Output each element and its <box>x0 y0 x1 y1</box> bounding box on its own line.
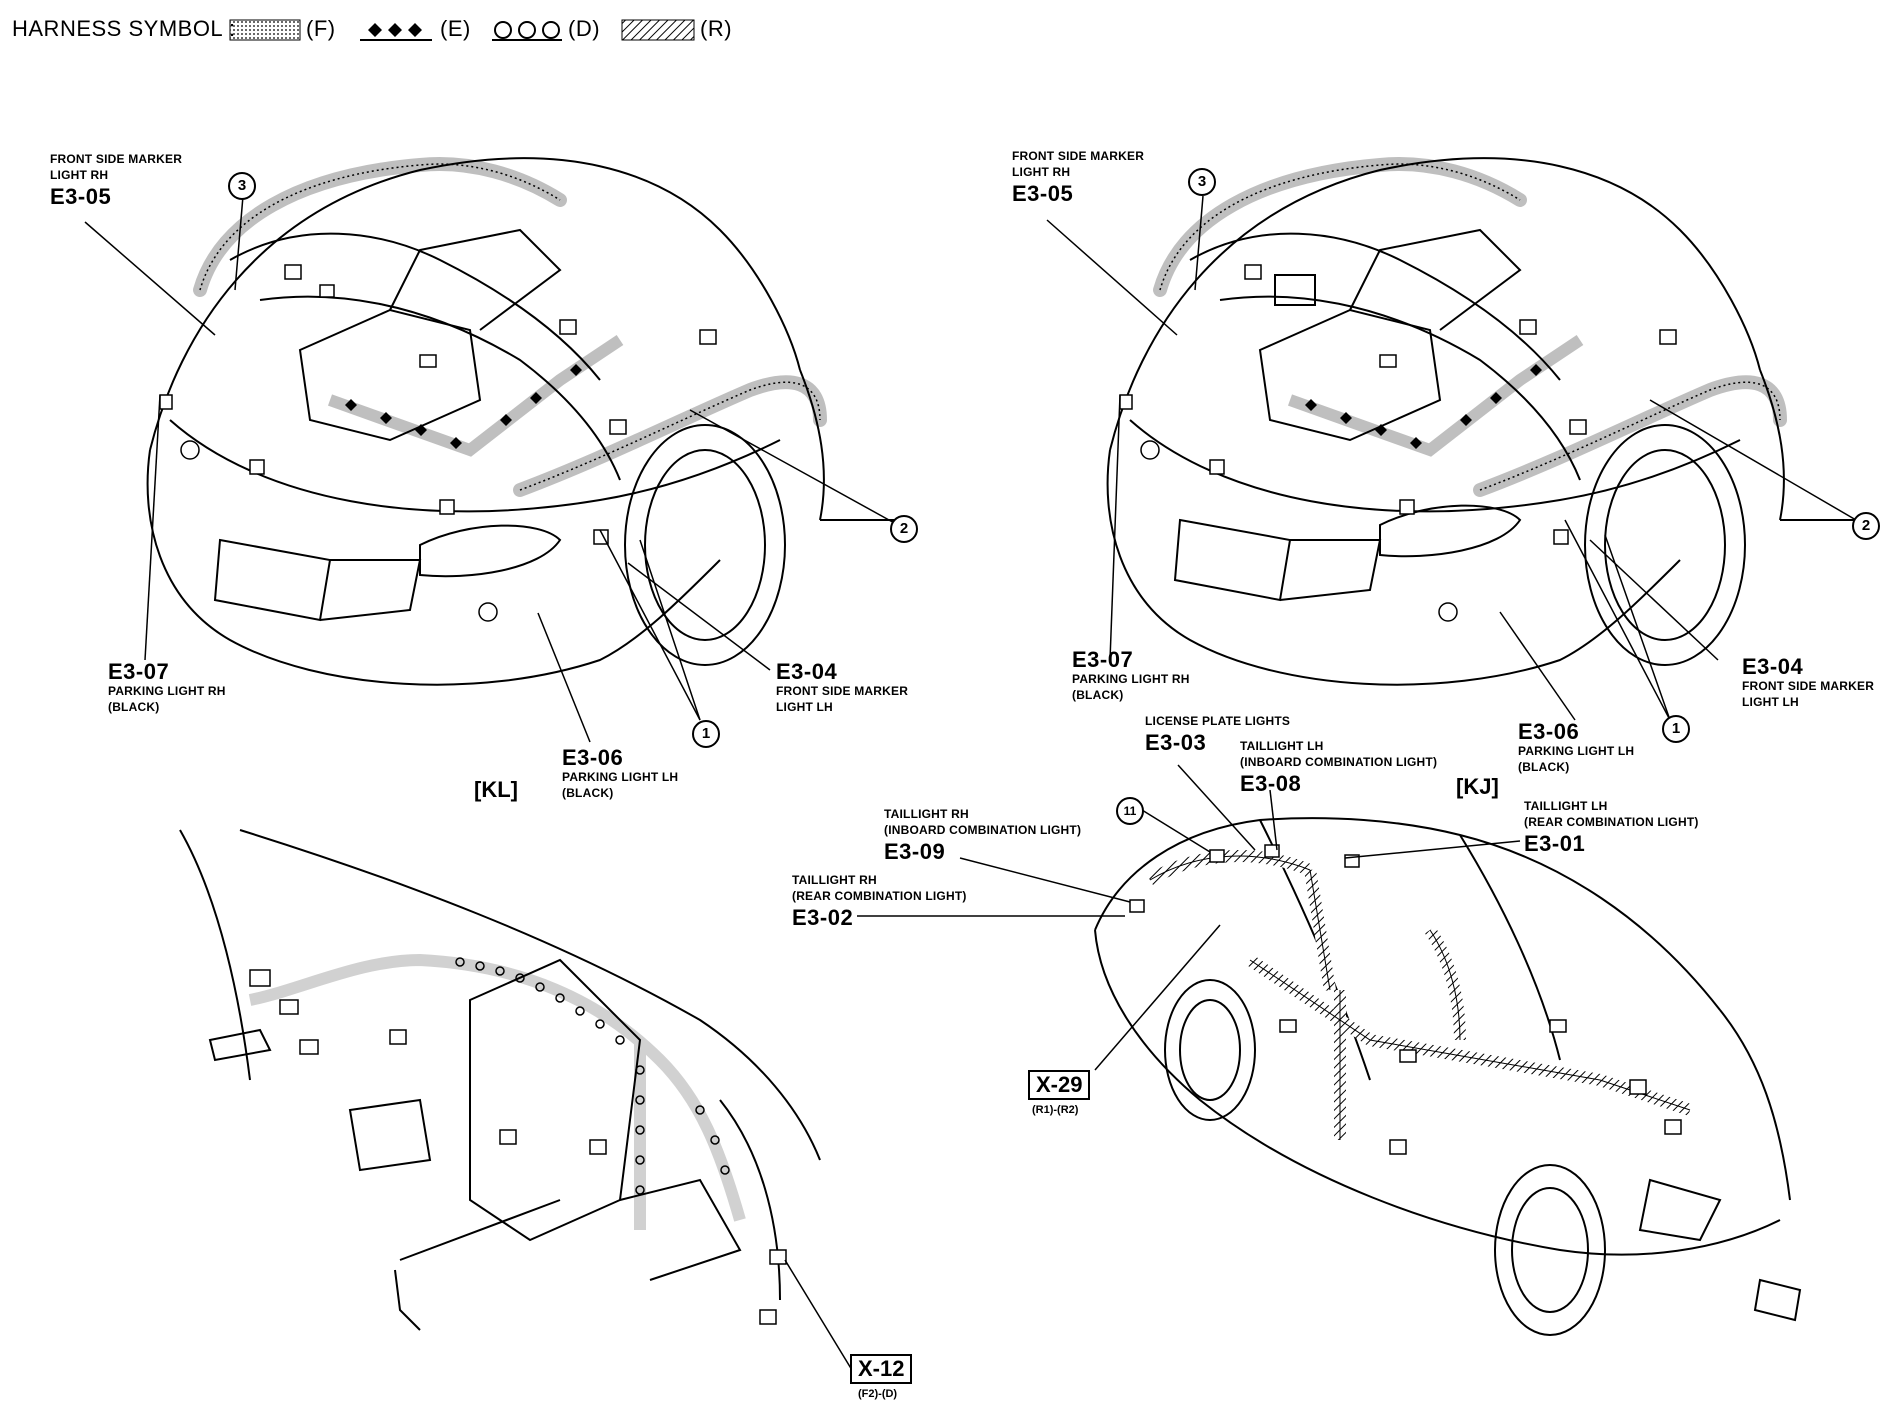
kj-e3-07-code: E3-07 <box>1072 647 1134 672</box>
kl-harness-e <box>327 335 624 457</box>
legend-code-f: (F) <box>306 16 336 41</box>
kl-variant-label: [KL] <box>474 777 518 802</box>
kj-harness-f-dots <box>1159 163 1781 491</box>
harness-symbol-label: HARNESS SYMBOL : <box>12 16 236 41</box>
rear-connectors <box>1129 844 1682 1155</box>
e3-03-code: E3-03 <box>1145 730 1207 755</box>
leader-lines <box>84 195 1857 1376</box>
rear-body-drawing <box>1094 817 1802 1336</box>
e3-08-code: E3-08 <box>1240 771 1302 796</box>
kl-e3-05-desc-2: LIGHT RH <box>50 168 109 182</box>
kl-harness-f-dots <box>199 163 821 491</box>
kj-harness-e <box>1287 335 1584 457</box>
legend-swatch-r <box>621 19 695 41</box>
kl-callout-1: 1 <box>692 720 720 748</box>
e3-09-desc-1: TAILLIGHT RH <box>884 807 969 821</box>
e3-02-desc-2: (REAR COMBINATION LIGHT) <box>792 889 967 903</box>
legend-code-r: (R) <box>700 16 733 41</box>
kj-harness-f <box>1153 157 1787 497</box>
kl-e3-07-desc-2: (BLACK) <box>108 700 160 714</box>
rear-callout-11: 11 <box>1116 797 1144 825</box>
kl-e3-04-desc-2: LIGHT LH <box>776 700 833 714</box>
legend-swatch-f <box>229 19 301 41</box>
kl-e3-07-code: E3-07 <box>108 659 170 684</box>
kl-e3-06-desc-2: (BLACK) <box>562 786 614 800</box>
kj-e3-07-desc-2: (BLACK) <box>1072 688 1124 702</box>
dash-connectors <box>249 969 787 1325</box>
kj-e3-04-code: E3-04 <box>1742 654 1804 679</box>
x-12-box: X-12 <box>850 1354 913 1384</box>
e3-01-desc-2: (REAR COMBINATION LIGHT) <box>1524 815 1699 829</box>
kj-e3-05-code: E3-05 <box>1012 181 1074 206</box>
e3-08-desc-2: (INBOARD COMBINATION LIGHT) <box>1240 755 1438 769</box>
legend-swatch-d <box>492 21 562 41</box>
kj-callout-3: 3 <box>1188 168 1216 196</box>
kj-callout-2: 2 <box>1852 512 1880 540</box>
kj-e3-05-desc-2: LIGHT RH <box>1012 165 1071 179</box>
x-12-sub: (F2)-(D) <box>858 1388 898 1400</box>
kl-e3-05-desc-1: FRONT SIDE MARKER <box>50 152 183 166</box>
kl-e3-05-code: E3-05 <box>50 184 112 209</box>
kj-e3-05-desc-1: FRONT SIDE MARKER <box>1012 149 1145 163</box>
kl-e3-06-desc-1: PARKING LIGHT LH <box>562 770 679 784</box>
x-29-sub: (R1)-(R2) <box>1032 1104 1079 1116</box>
kl-connectors <box>159 264 717 622</box>
kj-e3-06-desc-1: PARKING LIGHT LH <box>1518 744 1635 758</box>
kj-e3-06-desc-2: (BLACK) <box>1518 760 1570 774</box>
kj-e3-04-desc-2: LIGHT LH <box>1742 695 1799 709</box>
e3-09-code: E3-09 <box>884 839 946 864</box>
e3-09-desc-2: (INBOARD COMBINATION LIGHT) <box>884 823 1082 837</box>
rear-harness-r <box>1146 850 1692 1140</box>
e3-03-desc: LICENSE PLATE LIGHTS <box>1145 714 1291 728</box>
e3-01-code: E3-01 <box>1524 831 1586 856</box>
e3-02-code: E3-02 <box>792 905 854 930</box>
legend-code-e: (E) <box>440 16 471 41</box>
e3-01-desc-1: TAILLIGHT LH <box>1524 799 1608 813</box>
kl-e3-04-code: E3-04 <box>776 659 838 684</box>
kj-e3-06-code: E3-06 <box>1518 719 1580 744</box>
kj-connectors <box>1119 264 1677 622</box>
kl-e3-04-desc-1: FRONT SIDE MARKER <box>776 684 909 698</box>
kj-variant-label: [KJ] <box>1456 774 1499 799</box>
x-29-box: X-29 <box>1028 1070 1091 1100</box>
kj-e3-07-desc-1: PARKING LIGHT RH <box>1072 672 1190 686</box>
kj-e3-04-desc-1: FRONT SIDE MARKER <box>1742 679 1875 693</box>
dash-harness-d <box>248 953 746 1230</box>
kj-engine-bay-drawing <box>1106 157 1860 686</box>
kl-callout-2: 2 <box>890 515 918 543</box>
legend-swatch-e <box>360 23 432 41</box>
kl-callout-3: 3 <box>228 172 256 200</box>
dashboard-drawing <box>179 829 821 1331</box>
kl-e3-07-desc-1: PARKING LIGHT RH <box>108 684 226 698</box>
e3-08-desc-1: TAILLIGHT LH <box>1240 739 1324 753</box>
rear-harness-r-edge <box>1149 855 1691 1140</box>
kl-engine-bay-drawing <box>146 157 900 686</box>
kj-callout-1: 1 <box>1662 715 1690 743</box>
legend-code-d: (D) <box>568 16 601 41</box>
kl-harness-f <box>193 157 827 497</box>
e3-02-desc-1: TAILLIGHT RH <box>792 873 877 887</box>
dash-harness-d-circles <box>455 957 730 1195</box>
kl-e3-06-code: E3-06 <box>562 745 624 770</box>
